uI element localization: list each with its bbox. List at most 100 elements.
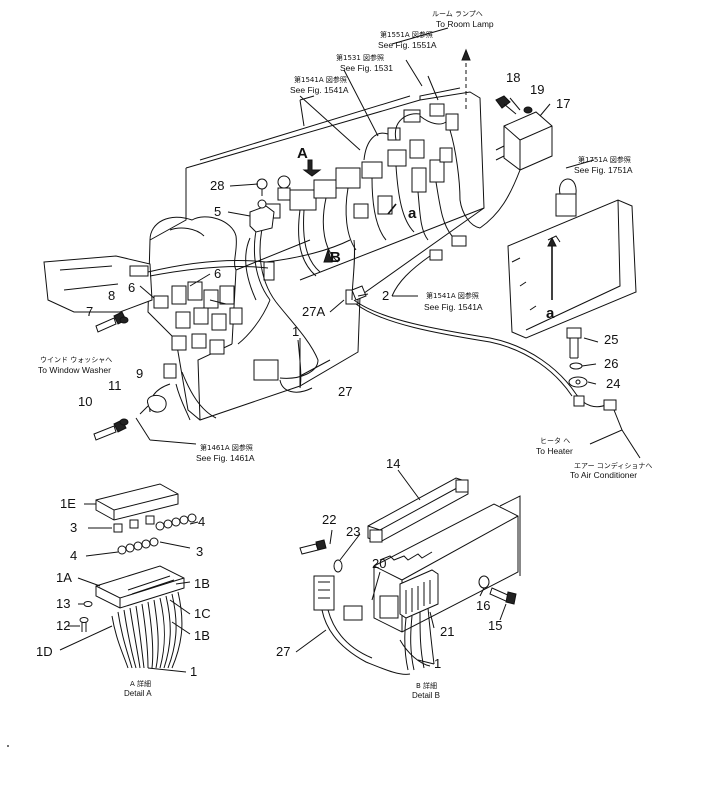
ref-window-washer-en: To Window Washer	[38, 365, 111, 375]
callout-9: 9	[136, 366, 143, 381]
callout-27-main: 27	[338, 384, 352, 399]
callout-5: 5	[214, 204, 221, 219]
callout-24: 24	[606, 376, 620, 391]
callout-26: 26	[604, 356, 618, 371]
washer-16	[478, 575, 490, 589]
view-arrow-a	[302, 159, 322, 177]
detail-b-wires	[321, 607, 435, 675]
callout-8: 8	[108, 288, 115, 303]
ref-1551a-en: See Fig. 1551A	[378, 40, 437, 50]
washer-8	[119, 316, 129, 324]
bolt-15	[489, 587, 517, 605]
callout-1A: 1A	[56, 570, 72, 585]
ref-1751a-jp: 第1751A 図参照	[578, 155, 631, 164]
clip-9	[147, 395, 167, 413]
callout-23: 23	[346, 524, 360, 539]
callout-14: 14	[386, 456, 400, 471]
callout-20: 20	[372, 556, 386, 571]
knob-28	[256, 175, 291, 201]
callout-21: 21	[440, 624, 454, 639]
ref-room-lamp-jp: ルーム ランプへ	[432, 10, 483, 18]
callout-7: 7	[86, 304, 93, 319]
ref-1541a-mid-en: See Fig. 1541A	[424, 302, 483, 312]
callout-10: 10	[78, 394, 92, 409]
bracket-14	[367, 477, 469, 543]
detail-a-caption-jp: A 詳細	[130, 679, 151, 688]
relay-unit	[479, 111, 553, 229]
bolt-10	[93, 419, 127, 441]
ref-aircon-jp: エアー コンディショナへ	[574, 461, 652, 470]
ref-aircon-en: To Air Conditioner	[570, 470, 637, 480]
ref-1541a-top-en: See Fig. 1541A	[290, 85, 349, 95]
washer-11	[119, 418, 129, 426]
callout-28: 28	[210, 178, 224, 193]
ref-1461a-en: See Fig. 1461A	[196, 453, 255, 463]
screw-22	[299, 539, 327, 555]
callout-3-top: 3	[70, 520, 77, 535]
view-arrow-b	[323, 248, 333, 263]
callout-1C: 1C	[194, 606, 211, 621]
callout-B: B	[330, 249, 341, 266]
callout-1E: 1E	[60, 496, 76, 511]
clip-2	[351, 285, 367, 301]
ref-1531-en: See Fig. 1531	[340, 63, 393, 73]
clamp-24	[568, 376, 588, 388]
connector-detail-b-right	[379, 569, 439, 619]
connector-detail-b-left	[313, 575, 363, 621]
washer-13	[83, 601, 93, 607]
callout-1D: 1D	[36, 644, 53, 659]
detail-b-caption-en: Detail B	[412, 691, 440, 700]
washer-23	[333, 559, 343, 573]
detail-b: 14 22 23 20 16 15 21 27 1 B 詳細 Detail B	[276, 456, 521, 700]
screw-12	[79, 617, 89, 632]
terminal-block-1A	[95, 565, 185, 609]
callout-3-bottom: 3	[196, 544, 203, 559]
ref-1751a-en: See Fig. 1751A	[574, 165, 633, 175]
detail-b-caption-jp: B 詳細	[416, 681, 437, 690]
callout-1-detail-a: 1	[190, 664, 197, 679]
callout-6-left: 6	[128, 280, 135, 295]
scan-speck	[7, 745, 9, 747]
mounting-tray	[373, 503, 519, 633]
callout-a-harness: a	[408, 205, 417, 222]
spring-row-upper	[155, 513, 197, 531]
wiring-bundles	[147, 113, 577, 421]
callout-18: 18	[506, 70, 520, 85]
relay-cluster	[153, 281, 243, 379]
callout-22: 22	[322, 512, 336, 527]
washer-26	[569, 362, 583, 370]
callout-12: 12	[56, 618, 70, 633]
detail-a-caption-en: Detail A	[124, 689, 152, 698]
callout-1B-upper: 1B	[194, 576, 210, 591]
wire-fan	[111, 591, 183, 669]
washer-19	[523, 106, 533, 114]
callout-4-bottom: 4	[70, 548, 77, 563]
bolt-25	[566, 327, 582, 359]
ref-1531-jp: 第1531 図参照	[336, 53, 384, 62]
ref-heater-en: To Heater	[536, 446, 573, 456]
leader-lines	[135, 27, 599, 445]
callout-1B-lower: 1B	[194, 628, 210, 643]
callout-1-detail-b: 1	[434, 656, 441, 671]
callout-27A: 27A	[302, 304, 325, 319]
callout-13: 13	[56, 596, 70, 611]
ref-1551a-jp: 第1551A 図参照	[380, 30, 433, 39]
main-assembly	[43, 27, 641, 459]
cable-sleeve	[43, 255, 153, 313]
ref-1541a-mid-jp: 第1541A 図参照	[426, 291, 479, 300]
ref-1541a-top-jp: 第1541A 図参照	[294, 75, 347, 84]
callout-17: 17	[556, 96, 570, 111]
callout-11: 11	[108, 378, 122, 393]
cover-1E	[95, 483, 179, 521]
main-labels: ルーム ランプへ To Room Lamp 第1551A 図参照 See Fig…	[38, 10, 652, 480]
bolt-18	[495, 95, 517, 115]
callout-25: 25	[604, 332, 618, 347]
rear-panel	[185, 91, 485, 281]
callout-19: 19	[530, 82, 544, 97]
ref-window-washer-jp: ウインド ウォッシャへ	[40, 356, 112, 364]
callout-27-detail-b: 27	[276, 644, 290, 659]
callout-4-top: 4	[198, 514, 205, 529]
callout-2: 2	[382, 288, 389, 303]
callout-15: 15	[488, 618, 502, 633]
